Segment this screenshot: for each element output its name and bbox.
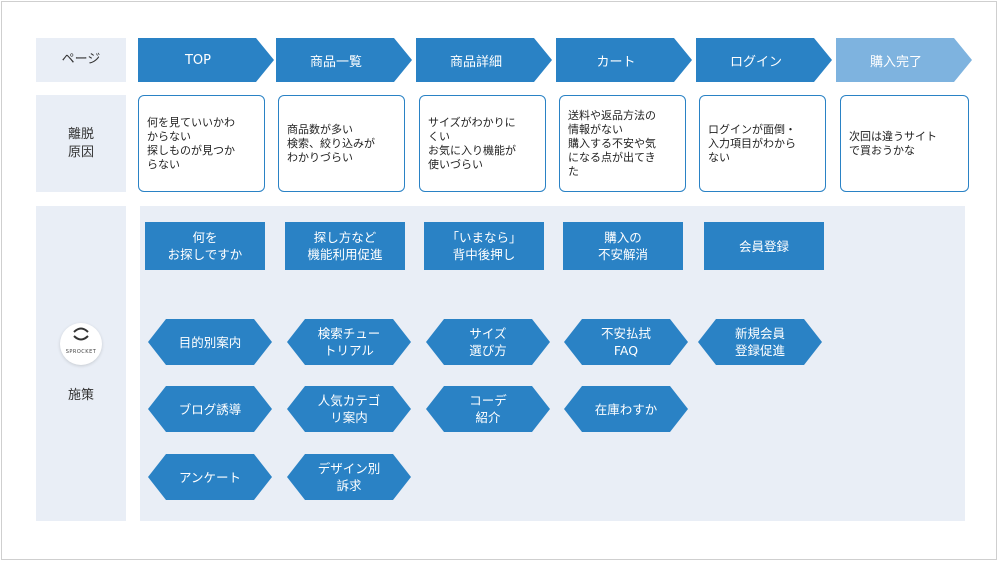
sprocket-logo: SPROCKET — [60, 322, 102, 365]
measure-blog-guide: ブログ誘導 — [148, 386, 272, 432]
page-step-top: TOP — [138, 38, 274, 82]
theme-box-cart: 購入の 不安解消 — [563, 222, 683, 270]
page-step-product-list: 商品一覧 — [276, 38, 412, 82]
sprocket-logo-icon — [73, 327, 89, 341]
reason-box-product-list: 商品数が多い 検索、絞り込みが わかりづらい — [278, 95, 405, 192]
reason-box-top: 何を見ていいかわ からない 探しものが見つか らない — [138, 95, 265, 192]
row-label-measures-text: 施策 — [67, 387, 94, 403]
row-label-reason: 離脱 原因 — [36, 95, 126, 192]
row-label-measures: SPROCKET 施策 — [36, 206, 126, 521]
theme-box-login: 会員登録 — [704, 222, 824, 270]
measure-coordinate: コーデ 紹介 — [426, 386, 550, 432]
page-step-product-detail: 商品詳細 — [416, 38, 552, 82]
measure-size-guide: サイズ 選び方 — [426, 319, 550, 365]
reason-box-cart: 送料や返品方法の 情報がない 購入する不安や気 になる点が出てき た — [559, 95, 686, 192]
theme-box-product-detail: 「いまなら」 背中後押し — [424, 222, 544, 270]
page-step-cart: カート — [556, 38, 692, 82]
logo-text: SPROCKET — [65, 349, 97, 355]
measure-search-tutorial: 検索チュー トリアル — [287, 319, 411, 365]
reason-box-login: ログインが面倒・ 入力項目がわから ない — [699, 95, 826, 192]
measures-panel — [140, 206, 965, 521]
measure-member-signup: 新規会員 登録促進 — [698, 319, 822, 365]
theme-box-product-list: 探し方など 機能利用促進 — [285, 222, 405, 270]
measure-popular-category: 人気カテゴ リ案内 — [287, 386, 411, 432]
page-step-login: ログイン — [696, 38, 832, 82]
theme-box-top: 何を お探しですか — [145, 222, 265, 270]
reason-box-product-detail: サイズがわかりに くい お気に入り機能が 使いづらい — [419, 95, 546, 192]
measure-low-stock: 在庫わすか — [564, 386, 688, 432]
measure-faq: 不安払拭 FAQ — [564, 319, 688, 365]
reason-box-purchase-complete: 次回は違うサイト で買おうかな — [840, 95, 969, 192]
measure-survey: アンケート — [148, 454, 272, 500]
page-step-purchase-complete: 購入完了 — [836, 38, 972, 82]
row-label-page: ページ — [36, 38, 126, 82]
measure-purpose-guide: 目的別案内 — [148, 319, 272, 365]
measure-design-appeal: デザイン別 訴求 — [287, 454, 411, 500]
